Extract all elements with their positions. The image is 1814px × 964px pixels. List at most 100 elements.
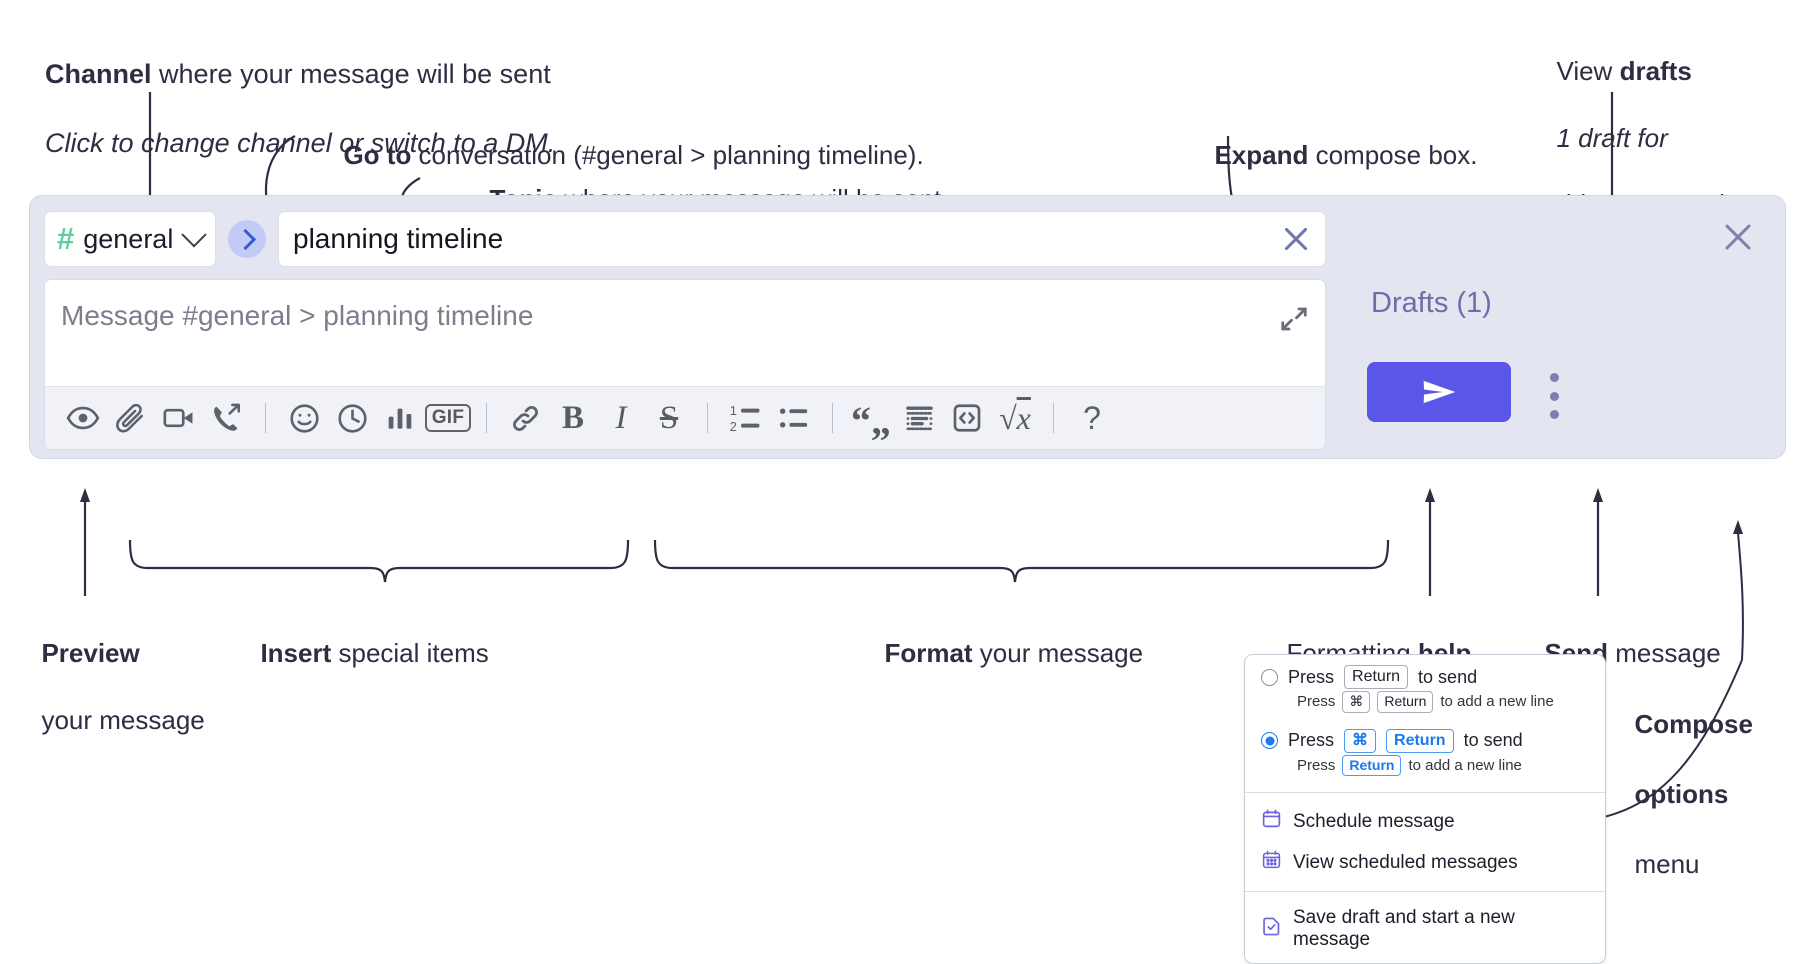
message-input-card: Message #general > planning timeline (44, 279, 1326, 450)
message-composer-panel: # general planning timeline Message #gen… (30, 196, 1785, 458)
radio-return[interactable] (1261, 668, 1278, 686)
annotation-goto-rest: conversation (#general > planning timeli… (411, 140, 924, 171)
annotation-format-bold: Format (884, 638, 973, 669)
toolbar-divider-3 (707, 403, 708, 433)
menu-item-label: View scheduled messages (1293, 851, 1518, 873)
send-button[interactable] (1367, 362, 1511, 422)
code-block-icon[interactable] (895, 394, 943, 442)
option1-press: Press (1288, 666, 1335, 687)
math-glyph: √x (999, 399, 1031, 436)
italic-label: I (615, 399, 627, 436)
blockquote-glyph: “„ (851, 398, 891, 443)
annotation-preview-line2: your message (41, 704, 205, 735)
math-icon[interactable]: √x (991, 394, 1039, 442)
gif-label: GIF (424, 404, 472, 432)
annotation-goto: Go to conversation (#general > planning … (329, 106, 924, 173)
send-icon (1423, 380, 1456, 404)
kebab-dot-1 (1549, 373, 1559, 382)
phone-forward-icon[interactable] (203, 394, 251, 442)
channel-selector[interactable]: # general (44, 211, 216, 267)
option1-tosend: to send (1418, 666, 1478, 687)
annotation-compose-options: Compose options menu (1620, 672, 1753, 883)
drafts-link[interactable]: Drafts (1) (1371, 287, 1492, 319)
menu-item-label: Save draft and start a new message (1293, 907, 1515, 950)
option2-sub-key-return: Return (1342, 754, 1402, 776)
strikethrough-icon[interactable]: S (645, 394, 693, 442)
code-icon[interactable] (943, 394, 991, 442)
goto-conversation-button[interactable] (228, 220, 266, 258)
help-icon[interactable]: ? (1068, 394, 1116, 442)
annotation-compose-bold-1: Compose (1634, 709, 1753, 740)
ordered-list-icon[interactable]: 1 2 (722, 394, 770, 442)
kebab-dot-2 (1549, 391, 1559, 401)
preview-icon[interactable] (59, 394, 107, 442)
poll-icon[interactable] (376, 394, 424, 442)
annotation-compose-bold-2: options (1634, 779, 1729, 810)
video-icon[interactable] (155, 394, 203, 442)
annotation-send-rest: message (1608, 638, 1721, 669)
toolbar-divider-5 (1053, 403, 1054, 433)
send-option-return-hint: Press ⌘ Return to add a new line (1245, 691, 1605, 721)
menu-item-view-scheduled[interactable]: View scheduled messages (1245, 842, 1605, 883)
annotation-drafts-rest: View (1556, 56, 1620, 87)
annotation-insert: Insert special items (246, 604, 489, 671)
message-input-area[interactable]: Message #general > planning timeline (45, 280, 1325, 386)
annotation-goto-bold: Go to (343, 140, 412, 171)
annotation-expand-bold: Expand (1214, 140, 1309, 171)
message-placeholder: Message #general > planning timeline (61, 300, 534, 331)
menu-item-schedule-message[interactable]: Schedule message (1245, 801, 1605, 842)
link-icon[interactable] (501, 394, 549, 442)
clear-topic-icon[interactable] (1281, 224, 1311, 254)
annotation-drafts-italic-1: 1 draft for (1556, 122, 1668, 153)
hash-icon: # (57, 220, 75, 256)
menu-item-label: Schedule message (1293, 810, 1455, 832)
option2-sub-press: Press (1297, 756, 1336, 774)
channel-name: general (83, 223, 174, 254)
option2-key-return: Return (1386, 728, 1454, 753)
annotation-format-rest: your message (972, 638, 1144, 669)
svg-text:1: 1 (730, 403, 737, 418)
bold-icon[interactable]: B (549, 394, 597, 442)
annotation-channel-italic: Click to change channel or switch to a D… (45, 127, 556, 158)
attachment-icon[interactable] (107, 394, 155, 442)
calendar-grid-icon (1261, 849, 1282, 876)
formatting-toolbar: GIF B I (45, 386, 1325, 449)
option2-sub-tail: to add a new line (1408, 756, 1522, 774)
send-option-return[interactable]: Press Return to send (1245, 655, 1605, 691)
italic-icon[interactable]: I (597, 394, 645, 442)
annotation-channel: Channel where your message will be sent … (30, 22, 555, 160)
menu-divider-1 (1245, 792, 1605, 793)
compose-options-button[interactable] (1539, 369, 1569, 423)
strikethrough-label: S (659, 399, 679, 436)
chevron-right-icon (234, 228, 256, 250)
radio-cmd-return[interactable] (1261, 732, 1278, 749)
close-icon[interactable] (1721, 220, 1755, 254)
annotation-preview: Preview your message (27, 604, 205, 737)
annotation-expand-rest: compose box. (1308, 140, 1478, 171)
blockquote-icon[interactable]: “„ (847, 394, 895, 442)
annotation-insert-bold: Insert (260, 638, 332, 669)
expand-icon[interactable] (1279, 304, 1309, 334)
clock-icon[interactable] (328, 394, 376, 442)
option1-key-return: Return (1344, 665, 1409, 689)
emoji-icon[interactable] (280, 394, 328, 442)
toolbar-divider-4 (832, 403, 833, 433)
annotation-expand: Expand compose box. (1200, 106, 1477, 173)
composer-main-column: # general planning timeline Message #gen… (44, 210, 1326, 450)
gif-icon[interactable]: GIF (424, 394, 472, 442)
option2-press: Press (1288, 730, 1335, 750)
annotation-preview-bold: Preview (41, 638, 140, 669)
option1-sub-key-cmd: ⌘ (1342, 691, 1371, 713)
menu-item-save-draft[interactable]: Save draft and start a new message (1245, 900, 1605, 963)
annotation-channel-rest: where your message will be sent (151, 58, 551, 89)
topic-input[interactable]: planning timeline (278, 211, 1326, 267)
option2-tosend: to send (1463, 730, 1523, 750)
save-draft-icon (1261, 916, 1282, 943)
option1-sub-key-return: Return (1377, 691, 1434, 713)
bulleted-list-icon[interactable] (770, 394, 818, 442)
send-option-cmd-return[interactable]: Press ⌘ Return to send (1245, 721, 1605, 755)
toolbar-divider-1 (265, 403, 266, 433)
calendar-icon (1261, 808, 1282, 835)
annotation-insert-rest: special items (331, 638, 489, 669)
kebab-dot-3 (1549, 410, 1559, 419)
